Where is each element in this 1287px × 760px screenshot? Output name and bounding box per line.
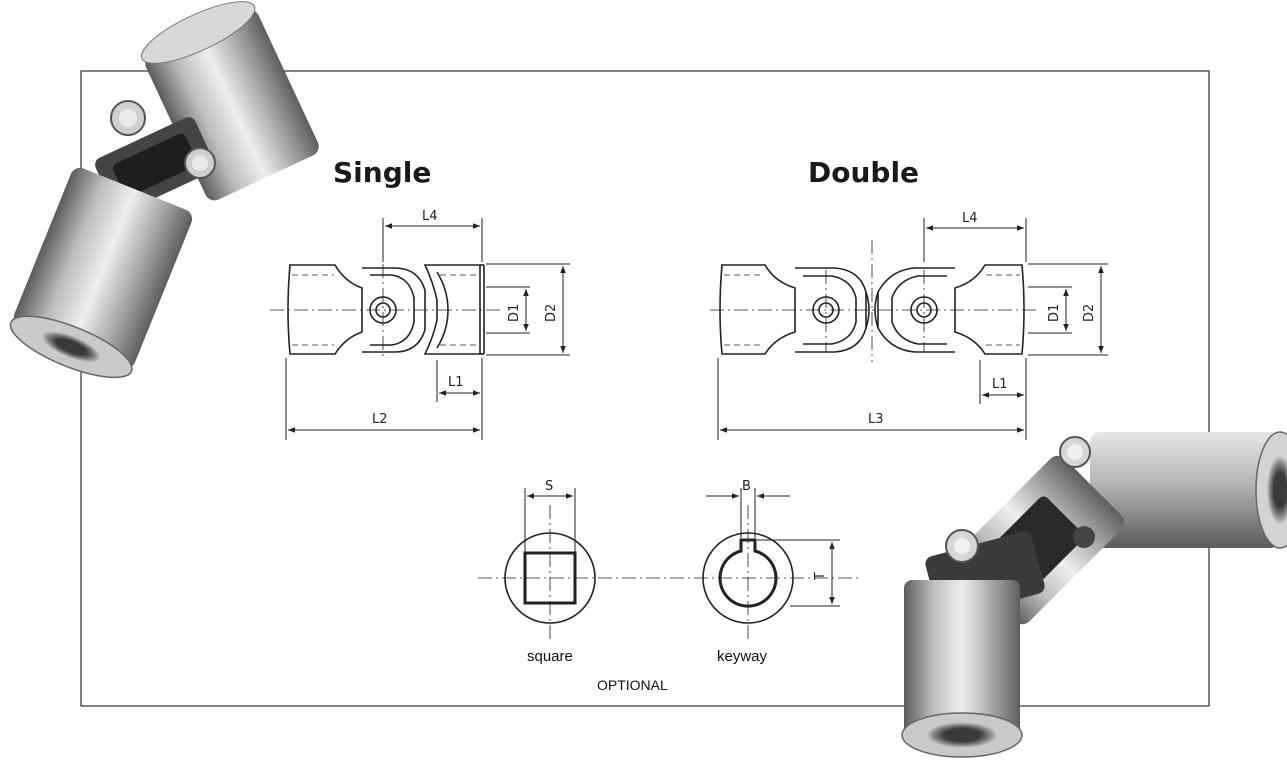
single-dim-L2: L2 (372, 412, 388, 427)
double-joint-photo (901, 431, 1287, 758)
square-label: square (527, 648, 573, 665)
keyway-bore-shape (718, 538, 778, 608)
single-title: Single (333, 156, 432, 189)
keyway-dim-T: T (813, 572, 828, 581)
double-dimension-labels: L4 L1 L3 D1 D2 (868, 211, 1097, 427)
keyway-dim-B: B (742, 479, 751, 494)
keyway-label: keyway (717, 648, 768, 665)
double-dim-D2: D2 (1082, 304, 1097, 322)
double-dimension-lines (717, 218, 1108, 440)
double-dim-D1: D1 (1047, 304, 1062, 322)
double-dim-L4: L4 (962, 211, 978, 226)
keyway-bore-outer (702, 532, 794, 624)
double-dim-L3: L3 (868, 412, 884, 427)
double-joint-drawing (710, 240, 1040, 362)
double-dim-L1: L1 (992, 377, 1008, 392)
single-dim-L4: L4 (422, 209, 438, 224)
square-bore-circle (504, 532, 596, 624)
square-bore-shape (523, 551, 577, 605)
single-dimension-labels: L4 L1 L2 D1 D2 (372, 209, 559, 427)
bore-options-labels: S B T (545, 479, 828, 581)
single-joint-photo (9, 1, 319, 379)
single-joint-drawing (270, 240, 500, 360)
bore-options-drawing (478, 488, 860, 640)
single-dim-D2: D2 (544, 304, 559, 322)
optional-caption: OPTIONAL (597, 677, 668, 693)
single-dimension-lines (285, 218, 570, 440)
double-title: Double (808, 156, 920, 189)
frame-border (80, 70, 1210, 707)
single-dim-D1: D1 (507, 304, 522, 322)
square-dim-S: S (545, 479, 553, 494)
single-dim-L1: L1 (448, 375, 464, 390)
